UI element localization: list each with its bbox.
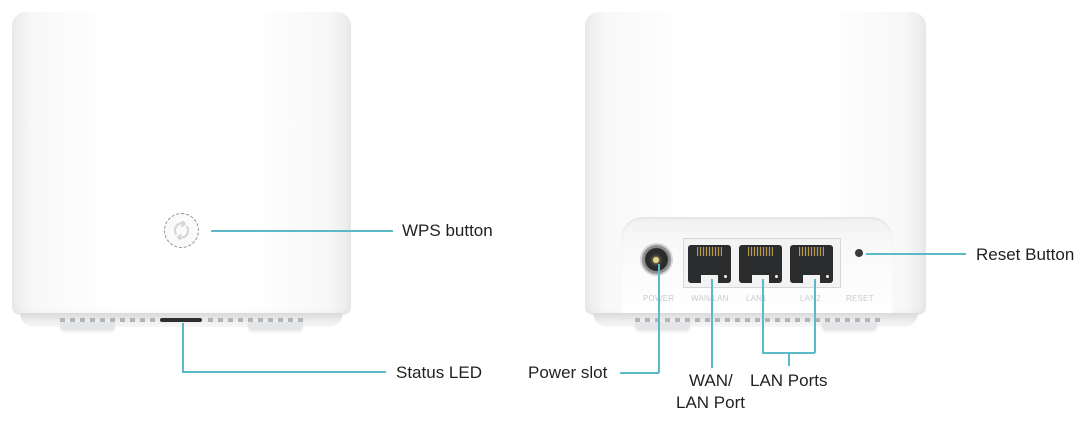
wan-lan-label-line2: LAN Port (676, 393, 745, 412)
power-pin-icon (653, 257, 659, 263)
wps-button-label: WPS button (402, 221, 493, 240)
front-foot-right (248, 322, 303, 330)
lan2-callout-line (814, 279, 816, 353)
front-device-body (12, 12, 351, 315)
reset-button[interactable] (855, 249, 863, 257)
status-led-callout-vertical (182, 323, 184, 372)
front-vents-right (208, 318, 308, 322)
reset-button-label: Reset Button (976, 245, 1075, 264)
power-slot[interactable] (640, 243, 673, 276)
back-foot-left (635, 322, 690, 330)
front-vents-left (60, 318, 160, 322)
wps-sync-icon (173, 220, 190, 241)
back-vents (635, 318, 880, 322)
wps-callout-line (211, 230, 393, 232)
status-led-icon (160, 318, 202, 322)
port-pins (799, 247, 824, 256)
front-foot-left (60, 322, 115, 330)
back-foot-right (822, 322, 877, 330)
port-pins (697, 247, 722, 256)
status-led-label: Status LED (396, 363, 482, 382)
wps-button[interactable] (164, 213, 199, 248)
power-callout-horizontal (620, 372, 659, 374)
status-led-callout-horizontal (182, 371, 386, 373)
printed-label-lan2: LAN2 (800, 294, 821, 303)
printed-label-lan1: LAN1 (746, 294, 767, 303)
lan1-port[interactable] (739, 245, 782, 283)
lan-ports-label: LAN Ports (750, 371, 828, 390)
wan-lan-label-line1: WAN/ (689, 371, 733, 390)
printed-label-reset: RESET (846, 294, 874, 303)
power-callout-vertical (658, 264, 660, 373)
power-slot-label: Power slot (528, 363, 608, 382)
reset-callout-line (866, 253, 966, 255)
printed-label-wan-lan: WAN/LAN (691, 294, 729, 303)
wan-lan-port[interactable] (688, 245, 731, 283)
wan-lan-callout-line (711, 279, 713, 368)
lan2-port[interactable] (790, 245, 833, 283)
lan-ports-callout-stem (788, 352, 790, 366)
lan1-callout-line (762, 279, 764, 353)
port-pins (748, 247, 773, 256)
